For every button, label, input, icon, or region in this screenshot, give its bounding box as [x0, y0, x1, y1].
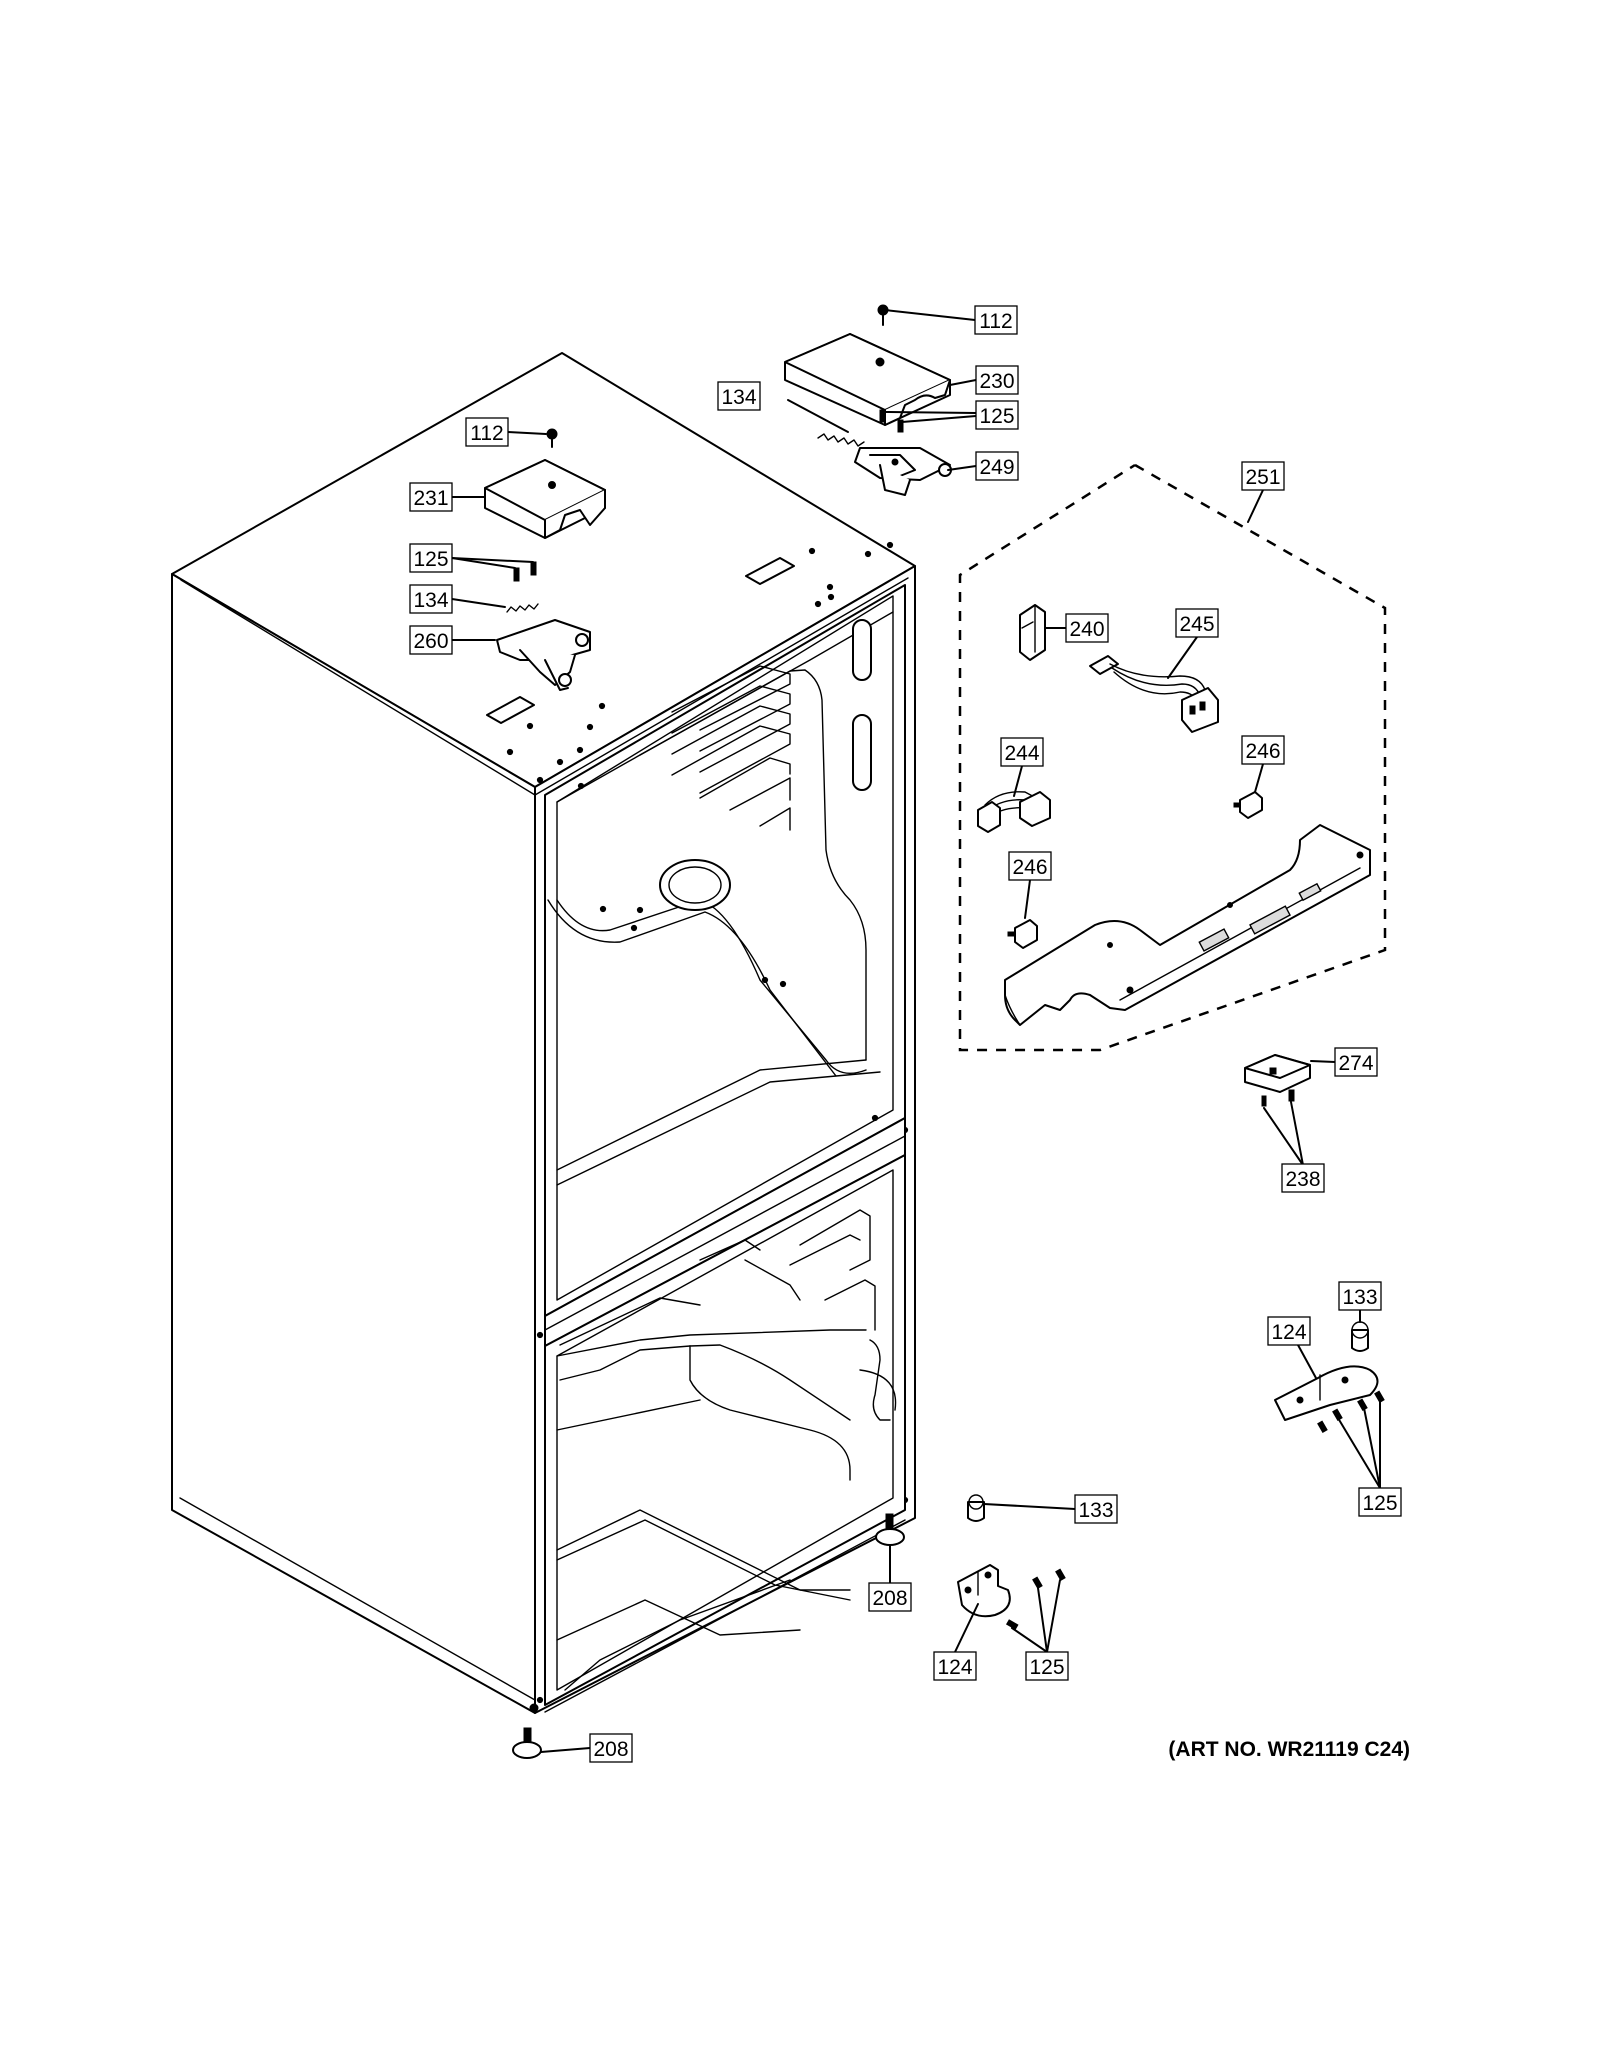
- svg-text:208: 208: [872, 1587, 907, 1610]
- svg-text:208: 208: [593, 1738, 628, 1761]
- screws-125-top: [879, 409, 904, 433]
- hinge-124-mid: [957, 1564, 1011, 1618]
- hinge-cover-231: [484, 459, 606, 539]
- svg-text:238: 238: [1285, 1168, 1320, 1191]
- callout-238: 238: [1281, 1163, 1325, 1193]
- hinge-cover-230: [784, 333, 951, 426]
- svg-text:133: 133: [1078, 1499, 1113, 1522]
- hinge-249: [854, 447, 952, 496]
- callout-274: 274: [1334, 1047, 1378, 1077]
- svg-text:125: 125: [1362, 1492, 1397, 1515]
- callout-230: 230: [975, 365, 1019, 395]
- hinge-124-right: [1274, 1365, 1379, 1421]
- svg-text:230: 230: [979, 370, 1014, 393]
- part-245-harness: [1089, 655, 1219, 733]
- part-240-block: [1019, 604, 1046, 661]
- callout-134-top: 134: [717, 381, 761, 411]
- refrigerator-cabinet: [171, 352, 916, 1714]
- callout-124-right: 124: [1267, 1316, 1311, 1346]
- callout-260: 260: [409, 625, 453, 655]
- svg-text:125: 125: [1029, 1656, 1064, 1679]
- pin-133-mid: [967, 1494, 985, 1522]
- callout-133-right: 133: [1338, 1281, 1382, 1311]
- callout-246-a: 246: [1241, 735, 1285, 765]
- control-board-housing: [1004, 824, 1371, 1026]
- screws-125-mid: [1005, 1568, 1066, 1630]
- part-274-bracket: [1244, 1054, 1311, 1093]
- spring-134-left: [506, 603, 539, 613]
- callout-134-left: 134: [409, 584, 453, 614]
- svg-text:134: 134: [721, 386, 756, 409]
- svg-text:112: 112: [979, 310, 1012, 333]
- svg-text:125: 125: [413, 548, 448, 571]
- svg-text:245: 245: [1179, 613, 1214, 636]
- callout-245: 245: [1175, 608, 1219, 638]
- art-number: (ART NO. WR21119 C24): [1168, 1738, 1410, 1761]
- freezer-rails: [699, 1209, 897, 1421]
- part-246-switch-b: [1007, 919, 1038, 949]
- svg-text:274: 274: [1338, 1052, 1373, 1075]
- callout-112-top: 112: [974, 305, 1018, 335]
- screw-112-top: [877, 304, 889, 326]
- svg-text:246: 246: [1245, 740, 1280, 763]
- kit-251-boundary: [958, 463, 1387, 1052]
- svg-text:240: 240: [1069, 618, 1104, 641]
- callout-125-right: 125: [1358, 1487, 1402, 1517]
- callout-251: 251: [1241, 461, 1285, 491]
- spring-134-top: [817, 433, 865, 447]
- hinge-260: [496, 619, 591, 691]
- leveler-208-bottom: [512, 1727, 542, 1759]
- svg-text:260: 260: [413, 630, 448, 653]
- callout-246-b: 246: [1008, 851, 1052, 881]
- callout-231: 231: [409, 482, 453, 512]
- leader-lines: [451, 309, 1381, 1753]
- svg-text:246: 246: [1012, 856, 1047, 879]
- svg-text:124: 124: [937, 1656, 972, 1679]
- svg-text:133: 133: [1342, 1286, 1377, 1309]
- screws-238: [1261, 1089, 1295, 1107]
- part-246-switch-a: [1233, 791, 1263, 819]
- svg-text:249: 249: [979, 456, 1014, 479]
- fresh-food-rails: [671, 665, 791, 831]
- callout-208-bottom: 208: [589, 1733, 633, 1763]
- callout-133-mid: 133: [1074, 1494, 1118, 1524]
- callout-208-mid: 208: [868, 1582, 912, 1612]
- part-244-harness: [977, 791, 1051, 833]
- svg-text:112: 112: [470, 422, 503, 445]
- callout-125-left: 125: [409, 543, 453, 573]
- svg-text:125: 125: [979, 405, 1014, 428]
- svg-text:134: 134: [413, 589, 448, 612]
- callout-124-mid: 124: [933, 1651, 977, 1681]
- callout-244: 244: [1000, 737, 1044, 767]
- svg-text:124: 124: [1271, 1321, 1306, 1344]
- callout-112-left: 112: [465, 417, 509, 447]
- svg-text:244: 244: [1004, 742, 1039, 765]
- callout-labels: 112 230 125 134 249 251 112 231 125 134 …: [409, 305, 1402, 1763]
- callout-125-top: 125: [975, 400, 1019, 430]
- callout-249: 249: [975, 451, 1019, 481]
- svg-text:251: 251: [1245, 466, 1280, 489]
- svg-text:231: 231: [413, 487, 448, 510]
- pin-133-right: [1351, 1321, 1369, 1352]
- callout-125-mid: 125: [1025, 1651, 1069, 1681]
- cabinet-screw-holes: [506, 541, 909, 1704]
- callout-240: 240: [1065, 613, 1109, 643]
